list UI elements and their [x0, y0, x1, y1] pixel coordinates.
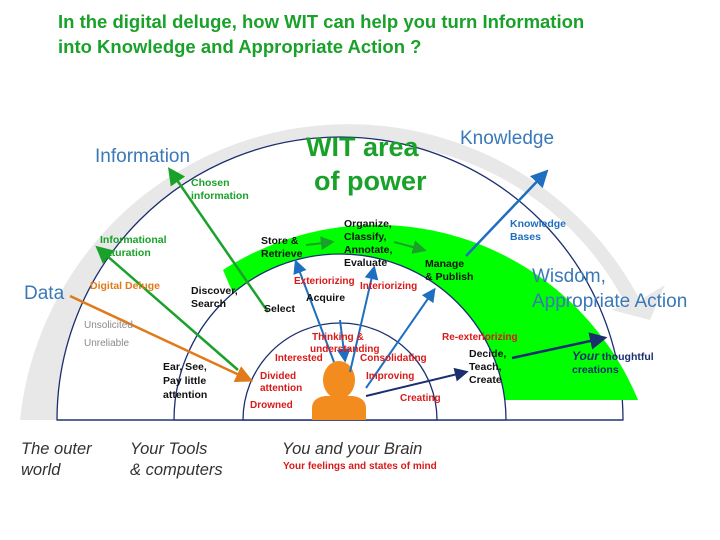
thinking-label-1: Thinking &: [312, 332, 364, 343]
header-line-1: In the digital deluge, how WIT can help …: [58, 11, 585, 32]
thinking-to-store-arrow: [293, 259, 335, 363]
select-label: Select: [264, 303, 295, 315]
thoughtful-label: Your thoughtful: [572, 349, 654, 364]
interiorizing-arrow: [349, 265, 379, 373]
knowledge-bases-label-1: Knowledge: [510, 218, 567, 230]
exteriorizing-label: Exteriorizing: [294, 276, 355, 287]
information-label: Information: [95, 146, 191, 167]
chosen-information-arrow: [168, 167, 270, 313]
data-label: Data: [24, 283, 65, 304]
informational-saturation-arrow: [95, 245, 239, 371]
digital-deluge-label: Digital Deluge: [90, 280, 161, 292]
thinking-label-2: understanding: [310, 344, 380, 355]
manage-to-brain-arrow: [365, 287, 436, 389]
creating-label: Creating: [400, 393, 441, 404]
creations-label: creations: [572, 364, 619, 376]
wisdom-label-2: Appropriate Action: [532, 291, 688, 312]
discover-label-1: Discover,: [191, 285, 238, 297]
interiorizing-label: Interiorizing: [360, 281, 418, 292]
thoughtful-creations-arrow: [511, 332, 608, 360]
decide-label-3: Create: [469, 374, 502, 386]
outer-world-label-1: The outer: [21, 440, 92, 458]
ear-label-1: Ear, See,: [163, 361, 207, 373]
wit-area-title-1: WIT area: [306, 132, 419, 162]
discover-label-2: Search: [191, 298, 227, 310]
interested-label: Interested: [275, 353, 323, 364]
knowledge-arrow: [465, 169, 549, 257]
decide-label-1: Decide,: [469, 348, 507, 360]
feelings-label: Your feelings and states of mind: [283, 461, 437, 472]
outer-world-label-2: world: [21, 461, 61, 479]
wisdom-label-1: Wisdom,: [532, 266, 606, 287]
header-line-2: into Knowledge and Appropriate Action ?: [58, 36, 422, 57]
acquire-label: Acquire: [306, 292, 346, 304]
decide-label-2: Teach,: [469, 361, 502, 373]
acquire-arrow: [336, 319, 351, 363]
organize-label-2: Classify,: [344, 231, 387, 243]
store-organize-arrow: [305, 236, 335, 251]
knowledge-bases-label-2: Bases: [510, 231, 541, 243]
unsolicited-label: Unsolicited: [84, 320, 133, 331]
divided-attention-label-1: Divided: [260, 371, 297, 382]
chosen-information-label-2: information: [191, 190, 249, 202]
manage-label-1: Manage: [425, 258, 465, 270]
organize-label-3: Annotate,: [344, 244, 393, 256]
manage-label-2: & Publish: [425, 271, 474, 283]
chosen-information-label-1: Chosen: [191, 177, 230, 189]
re-exteriorizing-label: Re-exteriorizing: [442, 332, 518, 343]
organize-label-4: Evaluate: [344, 257, 388, 269]
tools-label-2: & computers: [130, 461, 223, 479]
store-label-1: Store &: [261, 235, 299, 247]
improving-label: Improving: [366, 371, 415, 382]
organize-label-1: Organize,: [344, 218, 392, 230]
re-exteriorizing-arrow: [365, 367, 469, 397]
tools-label-1: Your Tools: [130, 440, 208, 458]
consolidating-label: Consolidating: [360, 353, 427, 364]
unreliable-label: Unreliable: [84, 338, 130, 349]
knowledge-label: Knowledge: [460, 128, 555, 149]
divided-attention-label-2: attention: [260, 383, 303, 394]
thoughtful-word: thoughtful: [598, 351, 654, 363]
store-label-2: Retrieve: [261, 248, 303, 260]
wit-area-title-2: of power: [314, 166, 427, 196]
digital-deluge-arrow: [69, 294, 254, 383]
informational-saturation-label-1: Informational: [100, 234, 167, 246]
person-avatar-icon: [312, 361, 366, 420]
ear-label-2: Pay little: [163, 375, 207, 387]
ear-label-3: attention: [163, 389, 208, 401]
informational-saturation-label-2: saturation: [100, 247, 151, 259]
drowned-label: Drowned: [250, 400, 293, 411]
brain-label: You and your Brain: [282, 440, 423, 458]
your-label: Your: [572, 349, 599, 363]
organize-manage-arrow: [393, 240, 427, 254]
